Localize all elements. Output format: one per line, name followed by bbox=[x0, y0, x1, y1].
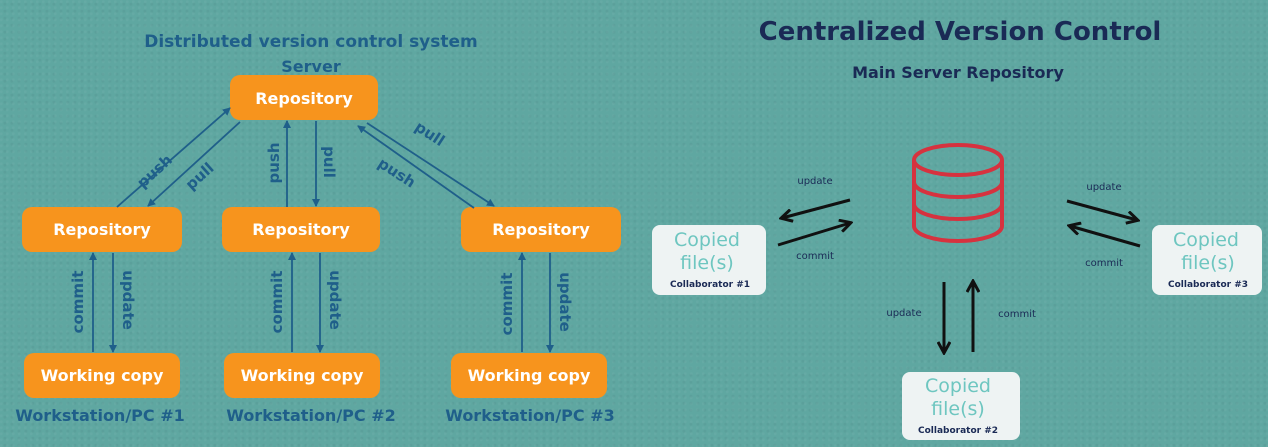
pull-arrow-1 bbox=[147, 121, 241, 207]
local-repository-2: Repository bbox=[222, 207, 380, 252]
update-arrow-c3 bbox=[1066, 199, 1137, 220]
commit-label-c1: commit bbox=[796, 251, 834, 262]
workstation-1-label: Workstation/PC #1 bbox=[15, 406, 185, 425]
update-label-3: update bbox=[556, 272, 574, 332]
copied-files-box-3: Copied file(s) Collaborator #3 bbox=[1152, 225, 1262, 295]
update-label-2: update bbox=[326, 270, 344, 330]
copied-line1-3: Copied bbox=[1173, 229, 1239, 251]
update-label-c3: update bbox=[1086, 182, 1121, 193]
server-label: Server bbox=[281, 57, 341, 76]
working-copy-2: Working copy bbox=[224, 353, 380, 398]
push-label-3: push bbox=[375, 154, 419, 191]
commit-arrow-c1 bbox=[777, 223, 850, 247]
server-repository: Repository bbox=[230, 75, 378, 120]
update-label-c2: update bbox=[886, 308, 921, 319]
update-label-1: update bbox=[119, 270, 137, 330]
push-arrow-1 bbox=[116, 107, 231, 208]
workstation-3-label: Workstation/PC #3 bbox=[445, 406, 615, 425]
copied-line1-2: Copied bbox=[925, 375, 991, 397]
local-repository-2-label: Repository bbox=[252, 220, 350, 239]
database-icon bbox=[912, 143, 1004, 243]
pull-label-1: pull bbox=[182, 159, 218, 194]
cvcs-title: Centralized Version Control bbox=[759, 17, 1162, 47]
commit-label-c3: commit bbox=[1085, 258, 1123, 269]
server-repository-label: Repository bbox=[255, 89, 353, 108]
copied-line1-1: Copied bbox=[674, 229, 740, 251]
working-copy-3: Working copy bbox=[451, 353, 607, 398]
copied-line2-1: file(s) bbox=[680, 252, 734, 274]
working-copy-2-label: Working copy bbox=[241, 366, 364, 385]
local-repository-1-label: Repository bbox=[53, 220, 151, 239]
working-copy-1-label: Working copy bbox=[41, 366, 164, 385]
working-copy-3-label: Working copy bbox=[468, 366, 591, 385]
copied-line2-2: file(s) bbox=[931, 398, 985, 420]
cvcs-subtitle: Main Server Repository bbox=[852, 63, 1064, 82]
commit-arrow-c3 bbox=[1070, 226, 1141, 248]
copied-files-box-1: Copied file(s) Collaborator #1 bbox=[652, 225, 766, 295]
working-copy-1: Working copy bbox=[24, 353, 180, 398]
collaborator-2-label: Collaborator #2 bbox=[918, 426, 998, 436]
push-arrow-3 bbox=[357, 125, 475, 209]
commit-label-3: commit bbox=[498, 273, 516, 336]
commit-label-2: commit bbox=[268, 271, 286, 334]
dvcs-title: Distributed version control system bbox=[144, 32, 478, 52]
local-repository-3: Repository bbox=[461, 207, 621, 252]
local-repository-3-label: Repository bbox=[492, 220, 590, 239]
collaborator-1-label: Collaborator #1 bbox=[670, 280, 750, 290]
push-label-2: push bbox=[265, 142, 283, 183]
pull-arrow-3 bbox=[366, 122, 495, 207]
commit-label-1: commit bbox=[69, 271, 87, 334]
copied-files-box-2: Copied file(s) Collaborator #2 bbox=[902, 372, 1020, 440]
workstation-2-label: Workstation/PC #2 bbox=[226, 406, 396, 425]
update-arrow-c1 bbox=[782, 198, 851, 218]
commit-label-c2: commit bbox=[998, 309, 1036, 320]
update-label-c1: update bbox=[797, 176, 832, 187]
copied-line2-3: file(s) bbox=[1181, 252, 1235, 274]
local-repository-1: Repository bbox=[22, 207, 182, 252]
pull-label-3: pull bbox=[412, 118, 448, 150]
collaborator-3-label: Collaborator #3 bbox=[1168, 280, 1248, 290]
pull-label-2: pull bbox=[320, 146, 338, 178]
